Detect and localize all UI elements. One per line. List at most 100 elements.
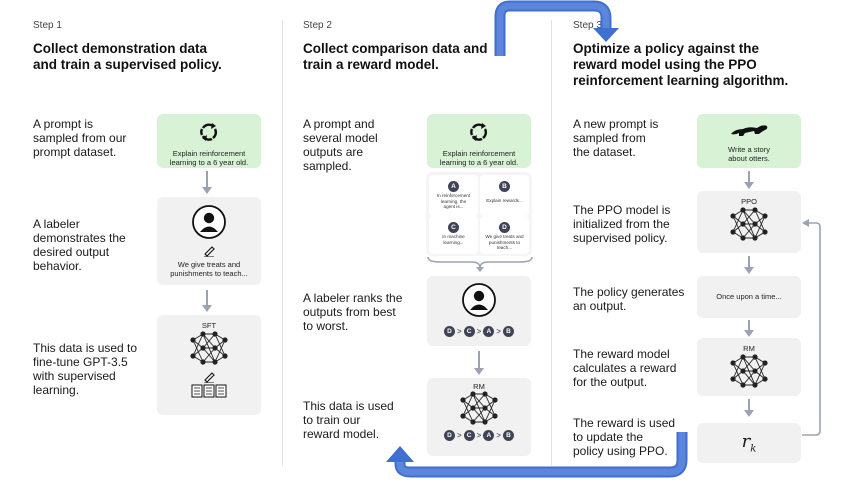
labeler-person-icon xyxy=(462,283,496,317)
demo-text: We give treats and punishments to teach.… xyxy=(157,260,261,278)
text-line: to update the xyxy=(573,430,644,444)
step1-desc-finetune: This data is used to fine-tune GPT-3.5 w… xyxy=(33,341,158,397)
step2-title-line: train a reward model. xyxy=(303,57,439,72)
text-line: outputs from best xyxy=(303,305,396,319)
neural-network-icon xyxy=(729,206,769,242)
step3-ppo-box: PPO xyxy=(697,191,801,253)
text-line: teach... xyxy=(496,245,513,250)
step3-desc-prompt: A new prompt is sampled from the dataset… xyxy=(573,117,683,159)
step2-outputs-box: A In reinforcement learning, the agent i… xyxy=(426,172,532,256)
recycle-icon xyxy=(470,121,488,143)
flow-arrow xyxy=(744,399,754,417)
reward-r: r xyxy=(741,431,751,452)
text-line: several model xyxy=(303,131,378,145)
prompt-text: Explain reinforcement learning to a 6 ye… xyxy=(157,149,261,167)
rank-letter: B xyxy=(503,326,514,337)
step1-title: Collect demonstration data and train a s… xyxy=(33,41,273,73)
output-letter-d: D xyxy=(499,222,510,233)
ppo-label: PPO xyxy=(741,197,757,206)
column-divider-2 xyxy=(551,20,552,466)
step1-sft-box: SFT xyxy=(157,315,261,415)
text-line: sampled from our xyxy=(33,131,127,145)
step2-title: Collect comparison data and train a rewa… xyxy=(303,41,513,73)
step2-title-line: Collect comparison data and xyxy=(303,41,488,56)
text-line: The reward model xyxy=(573,347,670,361)
flow-arrow xyxy=(474,351,484,375)
rm-label: RM xyxy=(743,344,755,353)
text-line: desired output xyxy=(33,245,110,259)
text-line: sampled. xyxy=(303,159,352,173)
text-line: A labeler ranks the xyxy=(303,291,403,305)
output-letter-a: A xyxy=(448,181,459,192)
step3-title: Optimize a policy against the reward mod… xyxy=(573,41,843,89)
flow-arrow xyxy=(744,256,754,274)
bracket-arrow xyxy=(427,256,533,272)
text-line: learning, the xyxy=(440,198,467,204)
prompt-text: Explain reinforcement learning to a 6 ye… xyxy=(427,149,531,167)
step2-prompt-box: Explain reinforcement learning to a 6 ye… xyxy=(427,114,531,168)
text-line: In machine xyxy=(442,234,465,239)
text-line: Write a story xyxy=(728,145,770,154)
step1-labeler-box: We give treats and punishments to teach.… xyxy=(157,197,261,285)
step1-title-line: Collect demonstration data xyxy=(33,41,208,56)
text-line: punishments to teach... xyxy=(170,269,248,278)
text-line: This data is used to xyxy=(33,341,138,355)
neural-network-icon xyxy=(189,330,229,366)
step2-desc-train: This data is used to train our reward mo… xyxy=(303,399,413,441)
text-line: Explain reinforcement xyxy=(172,149,246,158)
text-line: We give treats and xyxy=(177,260,241,269)
labeler-person-icon xyxy=(192,205,226,239)
pencil-icon xyxy=(203,246,215,257)
step2-label: Step 2 xyxy=(303,20,332,31)
output-letter-b: B xyxy=(499,181,510,192)
sft-label: SFT xyxy=(201,321,217,330)
flow-arrow xyxy=(202,171,212,194)
text-line: A labeler xyxy=(33,217,80,231)
flow-arrow xyxy=(744,320,754,337)
rank-letter: B xyxy=(503,430,514,441)
output-letter-c: C xyxy=(448,222,459,233)
rank-letter: D xyxy=(443,430,455,441)
column-divider-1 xyxy=(282,20,283,466)
text-line: fine-tune GPT-3.5 xyxy=(33,355,128,369)
ranking: D> C> A> B xyxy=(427,326,531,337)
rank-letter: A xyxy=(483,326,495,337)
step2-desc-sampled: A prompt and several model outputs are s… xyxy=(303,117,413,173)
step1-desc-labeler: A labeler demonstrates the desired outpu… xyxy=(33,217,153,273)
text-line: We give treats and xyxy=(485,234,524,239)
step3-title-line: Optimize a policy against the xyxy=(573,41,760,56)
recycle-icon xyxy=(200,121,218,143)
text-line: The policy generates xyxy=(573,285,685,299)
step2-desc-ranks: A labeler ranks the outputs from best to… xyxy=(303,291,423,333)
text-line: learning... xyxy=(443,239,464,245)
step3-prompt-box: Write a story about otters. xyxy=(697,114,801,168)
step3-rm-box: RM xyxy=(697,338,801,396)
step3-desc-rm: The reward model calculates a reward for… xyxy=(573,347,691,389)
prompt-text: Write a story about otters. xyxy=(697,145,801,163)
rank-letter: C xyxy=(463,326,475,337)
output-text: Explain rewards... xyxy=(480,198,529,204)
flow-arrow xyxy=(202,290,212,312)
text-line: behavior. xyxy=(33,259,82,273)
text-line: about otters. xyxy=(728,154,770,163)
text-line: demonstrates the xyxy=(33,231,126,245)
step3-label: Step 3 xyxy=(573,20,602,31)
step1-title-line: and train a supervised policy. xyxy=(33,57,222,72)
text-line: calculates a reward xyxy=(573,361,677,375)
text-line: This data is used xyxy=(303,399,394,413)
text-line: learning to a 6 year old. xyxy=(439,158,519,167)
pencil-icon xyxy=(203,372,215,383)
step3-title-line: reward model using the PPO xyxy=(573,57,757,72)
step1-desc-prompt: A prompt is sampled from our prompt data… xyxy=(33,117,153,159)
text-line: learning to a 6 year old. xyxy=(169,158,249,167)
text-line: an output. xyxy=(573,299,627,313)
output-text: Once upon a time... xyxy=(716,292,782,301)
blue-arrow-top xyxy=(494,0,619,56)
reward-symbol: rk xyxy=(697,431,801,455)
text-line: reward model. xyxy=(303,427,380,441)
text-line: punishments to xyxy=(488,239,521,245)
output-card-c: C In machine learning... xyxy=(429,216,478,254)
text-line: initialized from the xyxy=(573,217,670,231)
output-card-d: D We give treats and punishments to teac… xyxy=(480,216,529,254)
text-line: Explain rewards... xyxy=(486,198,523,203)
